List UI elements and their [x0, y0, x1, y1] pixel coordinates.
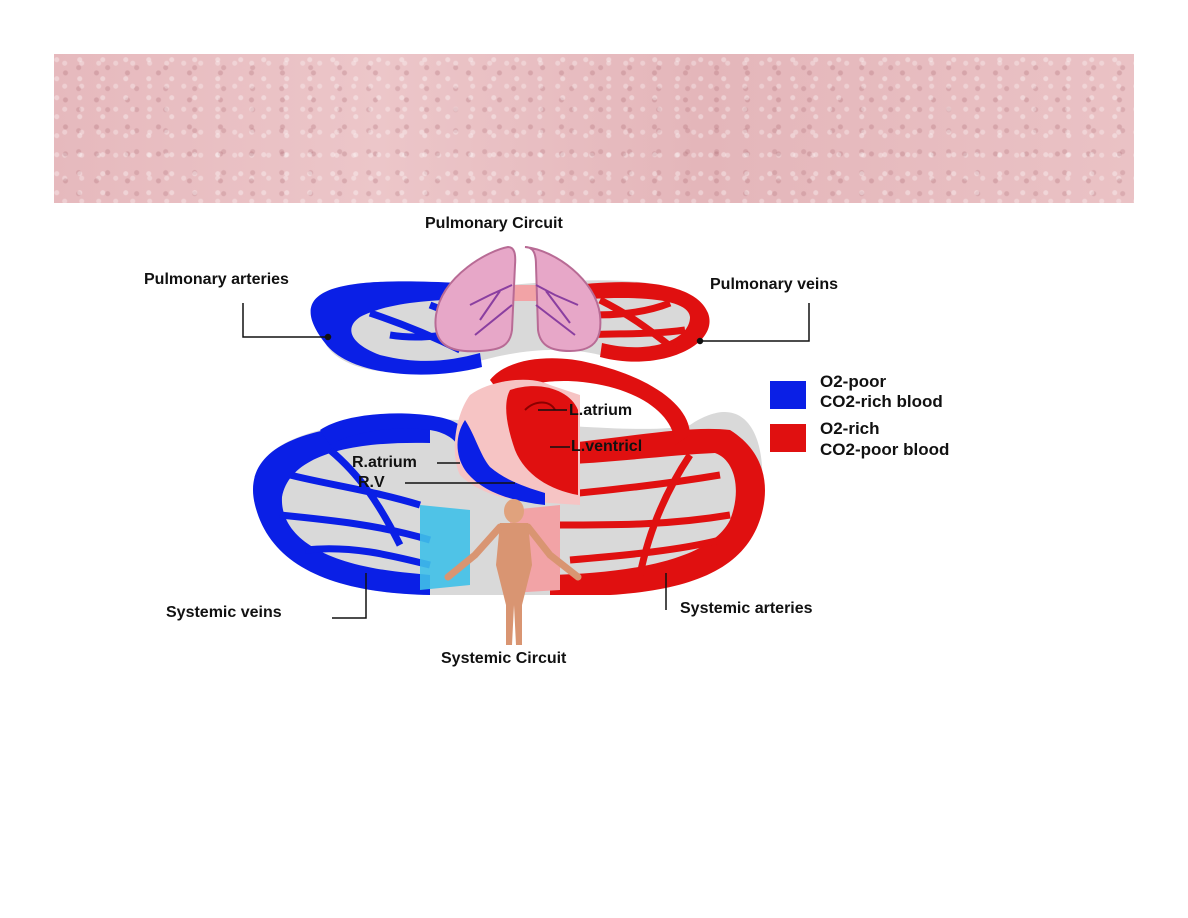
- legend-o2-poor-line2: CO2-rich blood: [820, 392, 943, 411]
- legend-o2-rich-line2: CO2-poor blood: [820, 440, 950, 459]
- circulation-artwork: [242, 245, 810, 645]
- human-figure-icon: [444, 499, 582, 645]
- right-atrium-label: R.atrium: [352, 454, 417, 471]
- systemic-arteries-label: Systemic arteries: [680, 600, 813, 617]
- legend-swatch-o2-poor: [770, 381, 806, 409]
- leader-lines: [242, 303, 810, 619]
- circulation-diagram: Pulmonary Circuit Pulmonary arteries Pul…: [130, 205, 1000, 675]
- title-banner: [54, 54, 1134, 203]
- legend-o2-rich-line1: O2-rich: [820, 419, 880, 438]
- pulmonary-arteries-label: Pulmonary arteries: [144, 271, 289, 288]
- legend-swatch-o2-rich: [770, 424, 806, 452]
- pulmonary-veins-label: Pulmonary veins: [710, 276, 839, 293]
- legend-o2-poor-line1: O2-poor: [820, 372, 887, 391]
- left-atrium-label: L.atrium: [569, 402, 633, 419]
- systemic-circuit-label: Systemic Circuit: [441, 650, 567, 667]
- systemic-veins-label: Systemic veins: [166, 604, 282, 621]
- right-ventricle-label: R.V: [358, 474, 385, 491]
- lungs: [434, 245, 602, 353]
- pulmonary-circuit-label: Pulmonary Circuit: [425, 215, 563, 232]
- left-ventricle-label: L.ventricl: [571, 438, 643, 455]
